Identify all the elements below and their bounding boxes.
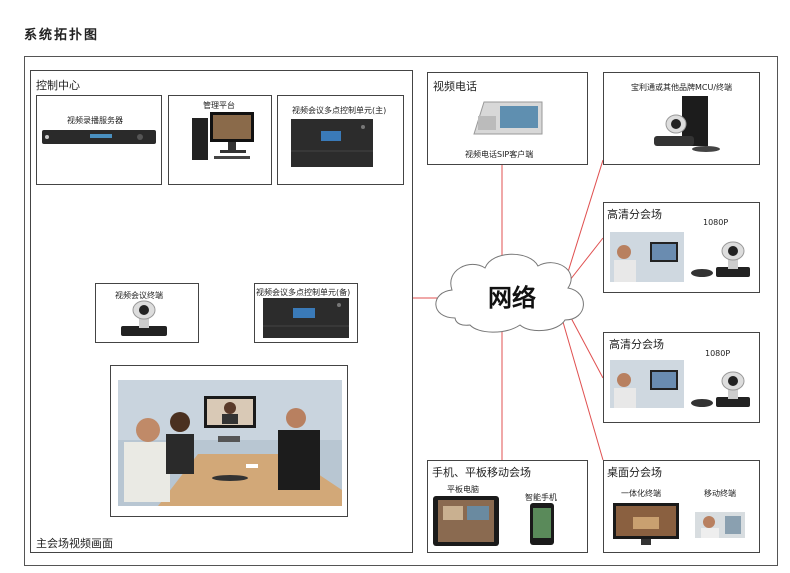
tablet-icon xyxy=(433,496,499,546)
smartphone-label: 智能手机 xyxy=(525,493,557,502)
desktop-venue-label: 桌面分会场 xyxy=(607,466,662,479)
hd-venue-1-camera-icon xyxy=(691,241,750,277)
server-icon xyxy=(42,130,156,144)
link-hd-2 xyxy=(569,315,604,379)
network-label: 网络 xyxy=(488,284,536,312)
other-mcu-box xyxy=(603,72,760,165)
hd-venue-1-label: 高清分会场 xyxy=(607,208,662,221)
mcu-main-rack-icon xyxy=(291,119,373,167)
page-title: 系统拓扑图 xyxy=(24,28,100,43)
video-phone-icon xyxy=(473,101,543,135)
mcu-backup-label: 视频会议多点控制单元(备) xyxy=(256,288,351,297)
link-other-mcu xyxy=(567,159,604,273)
video-terminal-label: 视频会议终端 xyxy=(115,291,163,300)
link-desktop xyxy=(562,321,604,461)
other-mcu-device-icon xyxy=(654,96,720,152)
conference-room-photo xyxy=(118,380,342,506)
all-in-one-label: 一体化终端 xyxy=(621,489,661,498)
link-hd-1 xyxy=(569,237,604,281)
computer-icon xyxy=(192,112,254,160)
diagram-frame xyxy=(24,56,778,566)
ptz-camera-icon xyxy=(121,300,167,336)
all-in-one-terminal-icon xyxy=(613,503,679,545)
hd-venue-2-resolution: 1080P xyxy=(705,349,731,358)
mobile-venue-label: 手机、平板移动会场 xyxy=(432,466,531,479)
hd-venue-2-camera-icon xyxy=(691,371,750,407)
mcu-backup-rack-icon xyxy=(263,298,349,338)
video-phone-label: 视频电话 xyxy=(433,80,477,93)
smartphone-icon xyxy=(530,503,554,545)
control-center-label: 控制中心 xyxy=(36,79,80,92)
other-mcu-label: 宝利通或其他品牌MCU/终端 xyxy=(631,83,733,92)
mobile-terminal-label: 移动终端 xyxy=(704,489,736,498)
recording-server-label: 视频录播服务器 xyxy=(67,116,123,125)
video-phone-device-label: 视频电话SIP客户端 xyxy=(465,150,534,159)
hd-venue-1-resolution: 1080P xyxy=(703,218,729,227)
hd-venue-1-photo xyxy=(610,232,684,282)
management-platform-label: 管理平台 xyxy=(203,101,235,110)
hd-venue-2-photo xyxy=(610,360,684,408)
network-cloud xyxy=(435,253,584,333)
mcu-main-label: 视频会议多点控制单元(主) xyxy=(292,106,387,115)
main-venue-label: 主会场视频画面 xyxy=(36,537,113,550)
mobile-terminal-icon xyxy=(695,512,745,538)
tablet-label: 平板电脑 xyxy=(447,485,479,494)
hd-venue-2-label: 高清分会场 xyxy=(609,338,664,351)
